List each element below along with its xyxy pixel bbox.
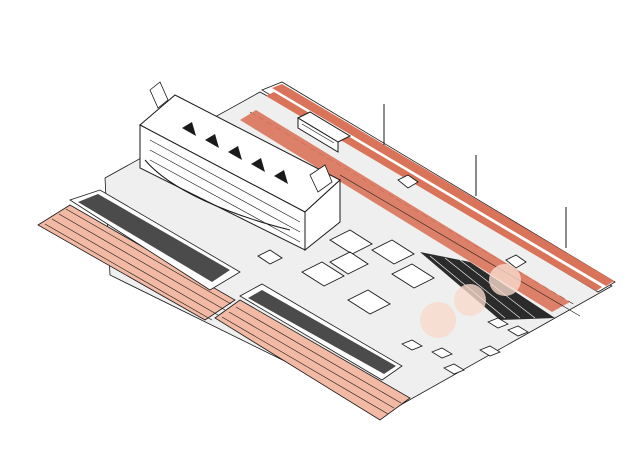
- roof-dormers: [182, 122, 288, 184]
- car-icon: [505, 254, 527, 269]
- small-vehicle-icon: [257, 249, 283, 265]
- tram-icon: [296, 111, 352, 153]
- dark-ramp: [420, 252, 555, 320]
- right-track-strip: [214, 283, 411, 421]
- market-stalls: [301, 229, 435, 315]
- station-hall: [139, 81, 341, 252]
- road-band: [240, 81, 616, 317]
- left-track-strip: [37, 189, 241, 321]
- tree-planters: [401, 264, 529, 375]
- car-icon: [397, 174, 419, 189]
